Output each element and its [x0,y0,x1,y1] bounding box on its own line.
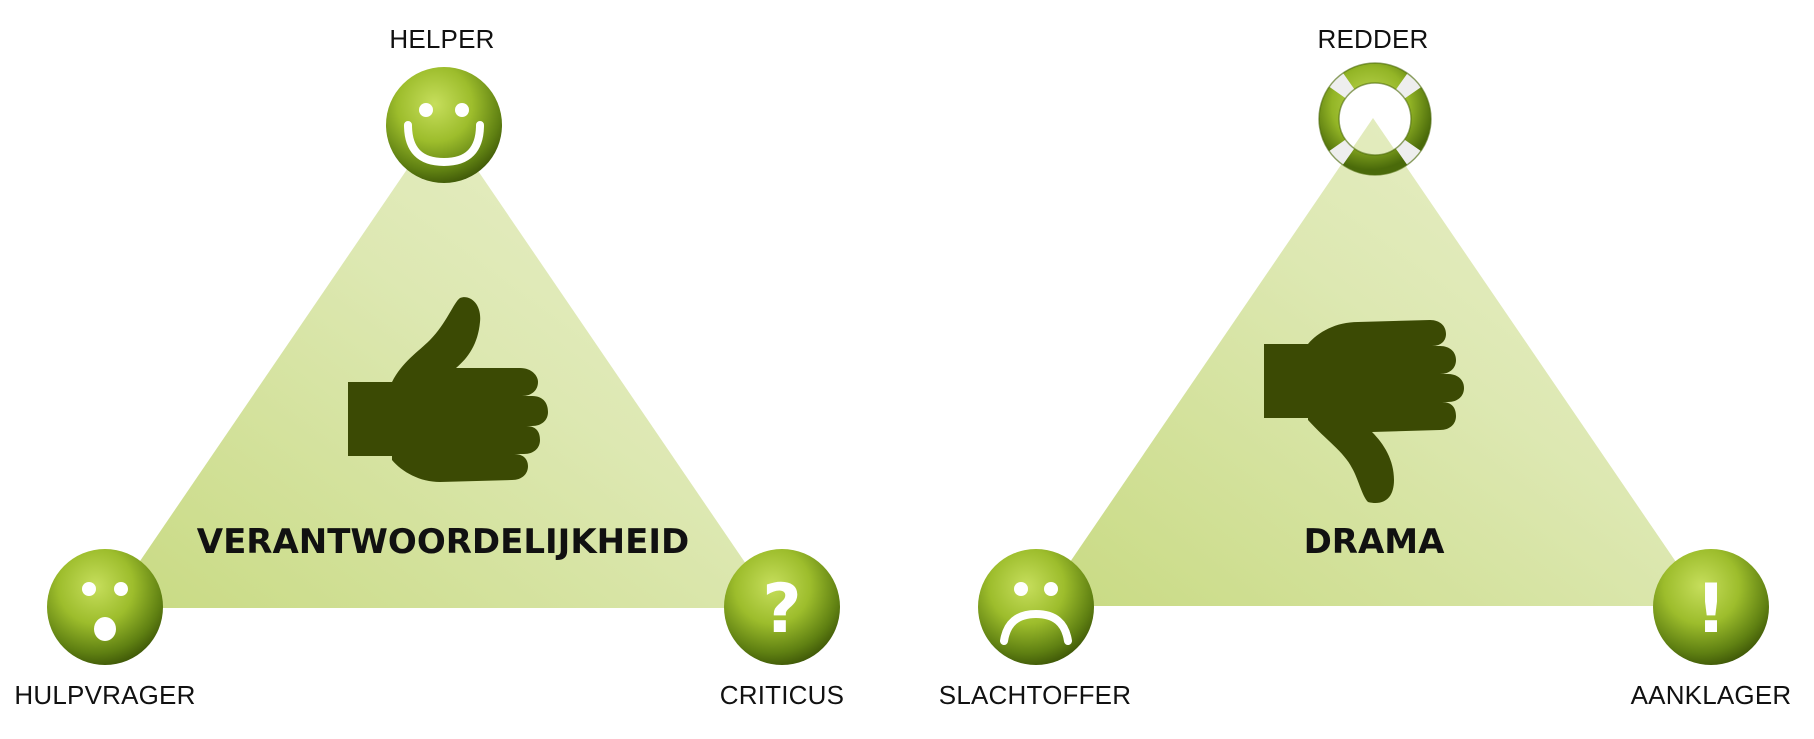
exclamation-mark-icon: ! [1653,549,1769,665]
svg-text:!: ! [1695,570,1726,649]
drama-triangle-group: ! [978,62,1769,665]
responsibility-triangle-group: ? [47,67,840,665]
label-hulpvrager: HULPVRAGER [14,680,196,710]
thumbs-up-icon [348,297,548,482]
thumbs-down-icon [1264,320,1464,504]
title-drama: DRAMA [1303,522,1445,562]
title-verantwoordelijkheid: VERANTWOORDELIJKHEID [196,522,690,562]
label-criticus: CRITICUS [719,680,845,710]
sad-face-icon [978,549,1094,665]
label-helper: HELPER [389,24,495,54]
smiley-icon [386,67,502,183]
lifebuoy-icon [1318,62,1432,176]
label-aanklager: AANKLAGER [1630,680,1792,710]
svg-text:?: ? [762,570,801,649]
surprised-face-icon [47,549,163,665]
label-slachtoffer: SLACHTOFFER [938,680,1132,710]
label-redder: REDDER [1317,24,1429,54]
question-mark-icon: ? [724,549,840,665]
